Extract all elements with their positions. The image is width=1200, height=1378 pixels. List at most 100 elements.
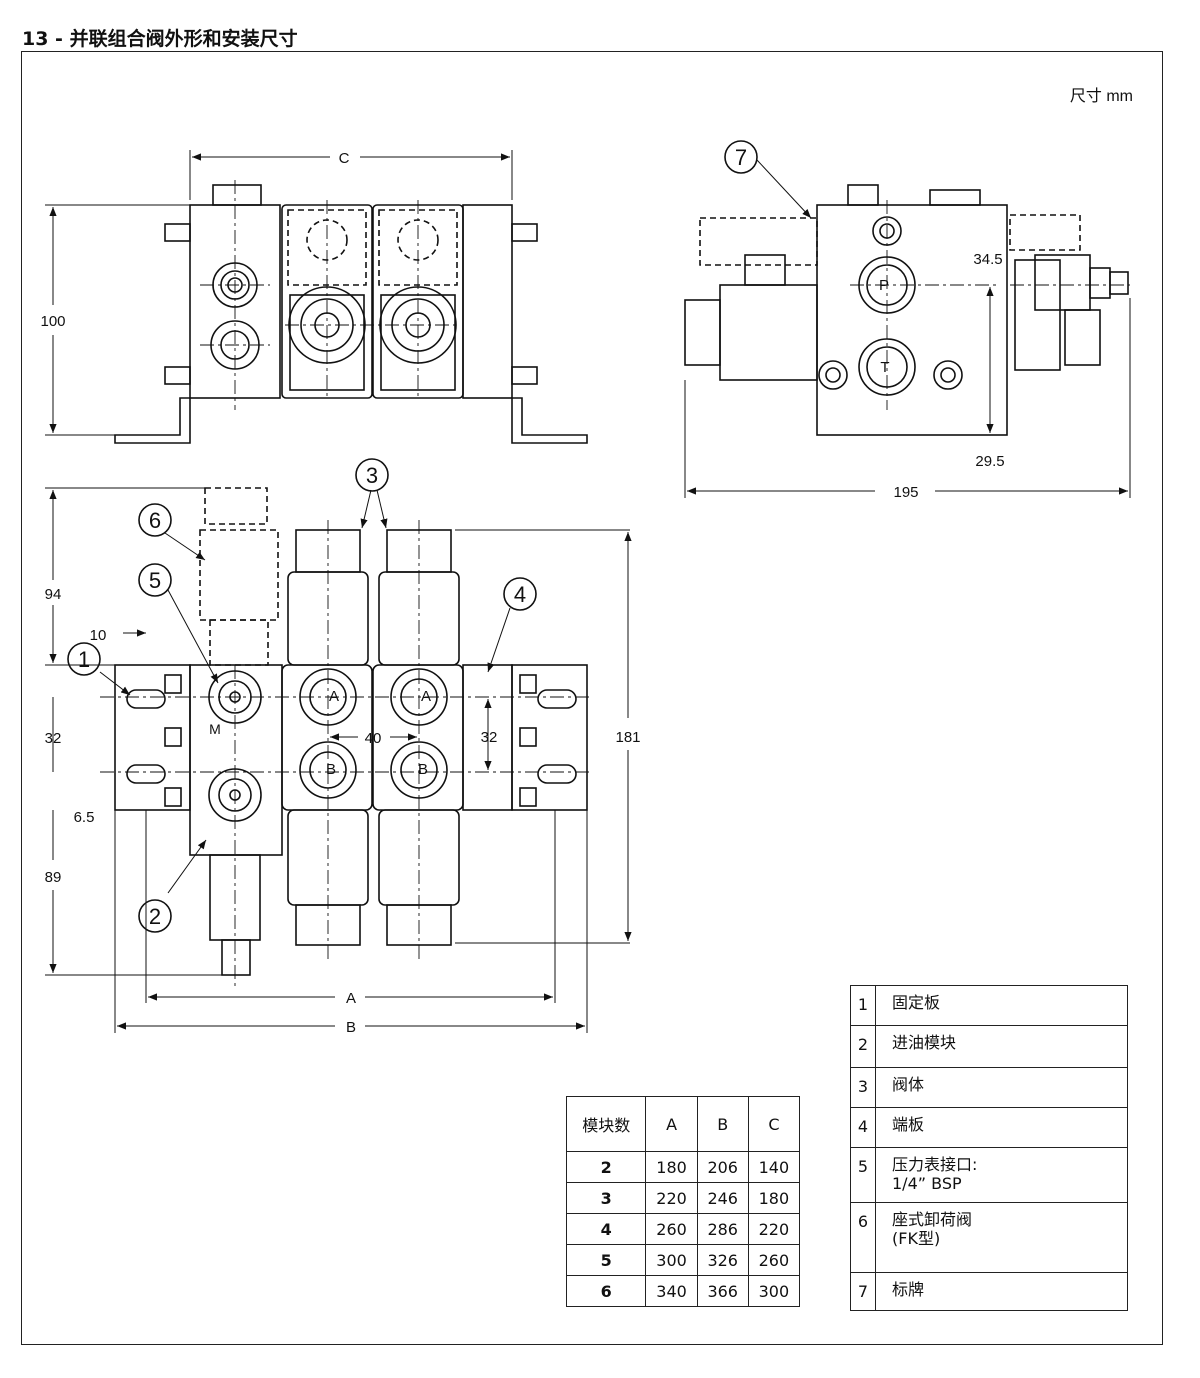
part-text: 标牌 bbox=[892, 1280, 925, 1299]
size-table-header: A bbox=[645, 1096, 698, 1152]
table-cell: 366 bbox=[696, 1275, 749, 1307]
part-text: (FK型) bbox=[892, 1229, 941, 1248]
port-a-label-2: A bbox=[421, 688, 431, 705]
side-view bbox=[684, 184, 1131, 498]
list-item: 7 标牌 bbox=[850, 1272, 1128, 1311]
callout-6: 6 bbox=[149, 508, 161, 533]
port-a-label-1: A bbox=[329, 688, 339, 705]
table-row: 5 300 326 260 bbox=[565, 1244, 801, 1276]
port-t-label: T bbox=[880, 359, 889, 376]
callout-1: 1 bbox=[78, 647, 90, 672]
part-number: 1 bbox=[850, 985, 876, 1026]
dim-34-5: 34.5 bbox=[973, 251, 1002, 268]
list-item: 6 座式卸荷阀(FK型) bbox=[850, 1202, 1128, 1273]
table-cell: 300 bbox=[747, 1275, 801, 1307]
dim-32-right: 32 bbox=[481, 729, 498, 746]
list-item: 5 压力表接口:1/4” BSP bbox=[850, 1147, 1128, 1203]
dim-b: B bbox=[346, 1019, 356, 1036]
part-text: 固定板 bbox=[892, 993, 941, 1012]
parts-legend-table: 1 固定板 2 进油模块 3 阀体 4 端板 5 压力表接口:1/4” BSP … bbox=[850, 985, 1128, 1311]
part-text: 座式卸荷阀 bbox=[892, 1210, 973, 1229]
module-count: 4 bbox=[565, 1213, 647, 1245]
front-left-bracket bbox=[114, 397, 191, 444]
dim-89: 89 bbox=[45, 869, 62, 886]
module-count: 2 bbox=[565, 1151, 647, 1183]
table-cell: 140 bbox=[747, 1151, 801, 1183]
list-item: 1 固定板 bbox=[850, 985, 1128, 1026]
top-view bbox=[45, 140, 812, 1033]
part-number: 6 bbox=[850, 1202, 876, 1273]
dim-32-left: 32 bbox=[45, 730, 62, 747]
size-table-header-row: 模块数 A B C bbox=[565, 1096, 801, 1152]
table-cell: 286 bbox=[696, 1213, 749, 1245]
dim-181: 181 bbox=[615, 729, 640, 746]
module-count: 3 bbox=[565, 1182, 647, 1214]
port-b-label-1: B bbox=[326, 761, 336, 778]
table-row: 3 220 246 180 bbox=[565, 1182, 801, 1214]
dim-195: 195 bbox=[893, 484, 918, 501]
section-title: 并联组合阀外形和安装尺寸 bbox=[69, 28, 298, 50]
dim-94: 94 bbox=[45, 586, 62, 603]
part-number: 3 bbox=[850, 1067, 876, 1108]
part-text: 1/4” BSP bbox=[892, 1174, 962, 1193]
callout-4: 4 bbox=[514, 582, 526, 607]
list-item: 2 进油模块 bbox=[850, 1025, 1128, 1068]
part-description: 压力表接口:1/4” BSP bbox=[875, 1147, 1128, 1203]
size-table-header: 模块数 bbox=[565, 1096, 647, 1152]
table-cell: 180 bbox=[747, 1182, 801, 1214]
section-heading: 13 - 并联组合阀外形和安装尺寸 bbox=[22, 24, 298, 51]
part-description: 端板 bbox=[875, 1107, 1128, 1148]
table-cell: 300 bbox=[645, 1244, 698, 1276]
table-cell: 180 bbox=[645, 1151, 698, 1183]
dim-29-5: 29.5 bbox=[975, 453, 1004, 470]
size-table-header: C bbox=[747, 1096, 801, 1152]
dim-c-front: C bbox=[339, 150, 350, 167]
part-text: 压力表接口: bbox=[892, 1155, 978, 1174]
dim-10: 10 bbox=[90, 627, 107, 644]
table-row: 4 260 286 220 bbox=[565, 1213, 801, 1245]
part-text: 阀体 bbox=[892, 1075, 925, 1094]
callout-5: 5 bbox=[149, 568, 161, 593]
dim-6-5: 6.5 bbox=[74, 809, 95, 826]
dim-a: A bbox=[346, 990, 356, 1007]
table-cell: 206 bbox=[696, 1151, 749, 1183]
part-number: 5 bbox=[850, 1147, 876, 1203]
unit-label: 尺寸 mm bbox=[1070, 87, 1133, 105]
side-body bbox=[816, 204, 1008, 436]
table-cell: 326 bbox=[696, 1244, 749, 1276]
table-row: 6 340 366 300 bbox=[565, 1275, 801, 1307]
side-coil bbox=[719, 284, 818, 381]
table-cell: 260 bbox=[645, 1213, 698, 1245]
callout-3: 3 bbox=[366, 463, 378, 488]
part-description: 标牌 bbox=[875, 1272, 1128, 1311]
port-p-label: P bbox=[879, 277, 889, 294]
top-inlet-block bbox=[189, 664, 283, 856]
part-description: 进油模块 bbox=[875, 1025, 1128, 1068]
port-b-label-2: B bbox=[418, 761, 428, 778]
table-row: 2 180 206 140 bbox=[565, 1151, 801, 1183]
module-count: 5 bbox=[565, 1244, 647, 1276]
part-description: 座式卸荷阀(FK型) bbox=[875, 1202, 1128, 1273]
part-description: 阀体 bbox=[875, 1067, 1128, 1108]
size-table: 模块数 A B C 2 180 206 140 3 220 246 180 4 … bbox=[565, 1096, 801, 1307]
drawing-frame bbox=[21, 51, 1163, 1345]
end-plate bbox=[462, 204, 513, 399]
module-count: 6 bbox=[565, 1275, 647, 1307]
part-text: 进油模块 bbox=[892, 1033, 957, 1052]
table-cell: 340 bbox=[645, 1275, 698, 1307]
part-number: 7 bbox=[850, 1272, 876, 1311]
table-cell: 246 bbox=[696, 1182, 749, 1214]
table-cell: 220 bbox=[747, 1213, 801, 1245]
section-number: 13 - bbox=[22, 28, 70, 50]
list-item: 3 阀体 bbox=[850, 1067, 1128, 1108]
table-cell: 260 bbox=[747, 1244, 801, 1276]
part-number: 2 bbox=[850, 1025, 876, 1068]
table-cell: 220 bbox=[645, 1182, 698, 1214]
size-table-header: B bbox=[696, 1096, 749, 1152]
part-text: 端板 bbox=[892, 1115, 925, 1134]
dim-100: 100 bbox=[40, 313, 65, 330]
port-m-label: M bbox=[209, 721, 221, 737]
callout-7: 7 bbox=[735, 145, 747, 170]
front-right-bracket bbox=[511, 397, 588, 444]
